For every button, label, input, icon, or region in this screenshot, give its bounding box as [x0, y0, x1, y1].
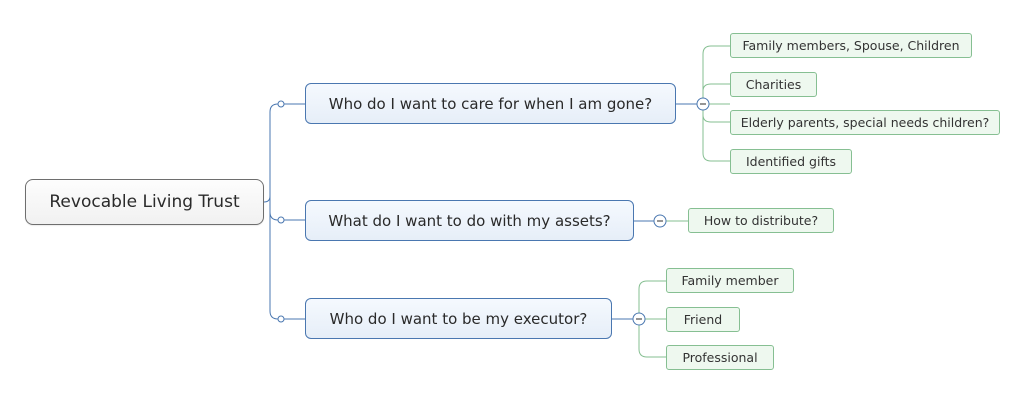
- root-topic[interactable]: Revocable Living Trust: [25, 179, 264, 225]
- trunk-line: [269, 103, 279, 320]
- branch-topic-care[interactable]: Who do I want to care for when I am gone…: [305, 83, 676, 124]
- collapse-minus-icon[interactable]: [696, 97, 710, 111]
- subtopic-how-to-distribute[interactable]: How to distribute?: [688, 208, 834, 233]
- subtopic-professional[interactable]: Professional: [666, 345, 774, 370]
- collapse-minus-icon[interactable]: [653, 214, 667, 228]
- branch-topic-executor[interactable]: Who do I want to be my executor?: [305, 298, 612, 339]
- connector-dot-icon: [277, 216, 285, 224]
- connector-dot-icon: [277, 315, 285, 323]
- subtopic-charities[interactable]: Charities: [730, 72, 817, 97]
- subtopic-family-members[interactable]: Family members, Spouse, Children: [730, 33, 972, 58]
- branch-topic-assets[interactable]: What do I want to do with my assets?: [305, 200, 634, 241]
- subtopic-elderly-parents[interactable]: Elderly parents, special needs children?: [730, 110, 1000, 135]
- subtopic-friend[interactable]: Friend: [666, 307, 740, 332]
- subtopic-family-member[interactable]: Family member: [666, 268, 794, 293]
- root-connector: [263, 195, 271, 203]
- subtopic-identified-gifts[interactable]: Identified gifts: [730, 149, 852, 174]
- collapse-minus-icon[interactable]: [632, 312, 646, 326]
- branch-1-children-lines: [702, 45, 730, 162]
- connector-dot-icon: [277, 100, 285, 108]
- branch-2-stub: [269, 211, 305, 221]
- branch-3-children-lines: [638, 280, 666, 358]
